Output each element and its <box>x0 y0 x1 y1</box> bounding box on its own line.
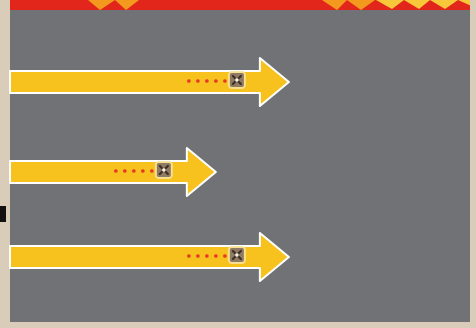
bottom-border <box>0 322 476 328</box>
lane-2-track <box>9 147 217 197</box>
side-notch <box>0 206 6 222</box>
lane-3-arrow <box>9 232 290 282</box>
lane-3-token-center <box>235 253 239 257</box>
lane-3-track <box>9 232 290 282</box>
lane-2-arrow <box>9 147 217 197</box>
lane-2-trail-dot <box>132 169 136 173</box>
top-banner-accent-left <box>88 0 139 10</box>
lane-1-trail-dot <box>214 79 218 83</box>
lane-1-trail-dot <box>223 79 227 83</box>
lane-1-arrow <box>9 57 290 107</box>
lane-1-trail-dot <box>205 79 209 83</box>
lane-2-trail-dot <box>114 169 118 173</box>
top-banner <box>0 0 476 10</box>
lane-1-token-center <box>235 78 239 82</box>
top-banner-accent-right <box>322 0 375 10</box>
left-border <box>0 0 10 328</box>
lanes-layer <box>9 57 290 282</box>
lane-2-trail-dot <box>150 169 154 173</box>
lane-3-trail-dot <box>205 254 209 258</box>
lane-2-trail-dot <box>141 169 145 173</box>
lane-3-trail-dot <box>214 254 218 258</box>
lane-3-trail-dot <box>187 254 191 258</box>
lane-1-trail-dot <box>196 79 200 83</box>
lane-2-token-center <box>162 168 166 172</box>
lane-2-trail-dot <box>123 169 127 173</box>
lane-1-trail-dot <box>187 79 191 83</box>
top-banner-burst <box>376 0 476 9</box>
lane-1-track <box>9 57 290 107</box>
top-banner-base <box>0 0 476 10</box>
right-border <box>470 0 476 328</box>
lane-3-trail-dot <box>196 254 200 258</box>
lane-3-trail-dot <box>223 254 227 258</box>
